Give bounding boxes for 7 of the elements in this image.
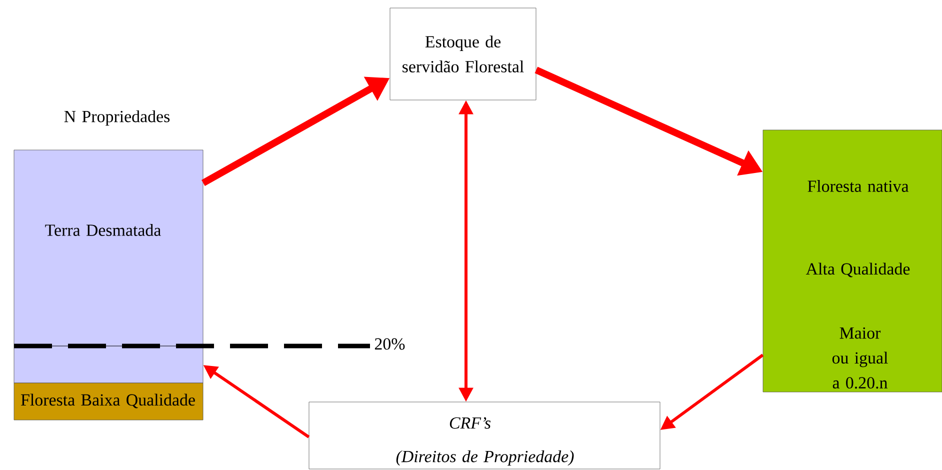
forest-box: Floresta nativa Alta Qualidade Maior ou igual a 0.20.n: [762, 130, 942, 392]
percent-label: 20%: [374, 338, 405, 350]
node-label: N Propriedades: [64, 110, 170, 126]
land-box: N Propriedades Terra Desmatada: [14, 110, 204, 384]
process-box: Estoque de servidão Florestal: [390, 8, 536, 100]
forest-band: Floresta Baixa Qualidade: [14, 382, 204, 420]
rights-box: CRF’s (Direitos de Propriedade): [308, 402, 660, 470]
